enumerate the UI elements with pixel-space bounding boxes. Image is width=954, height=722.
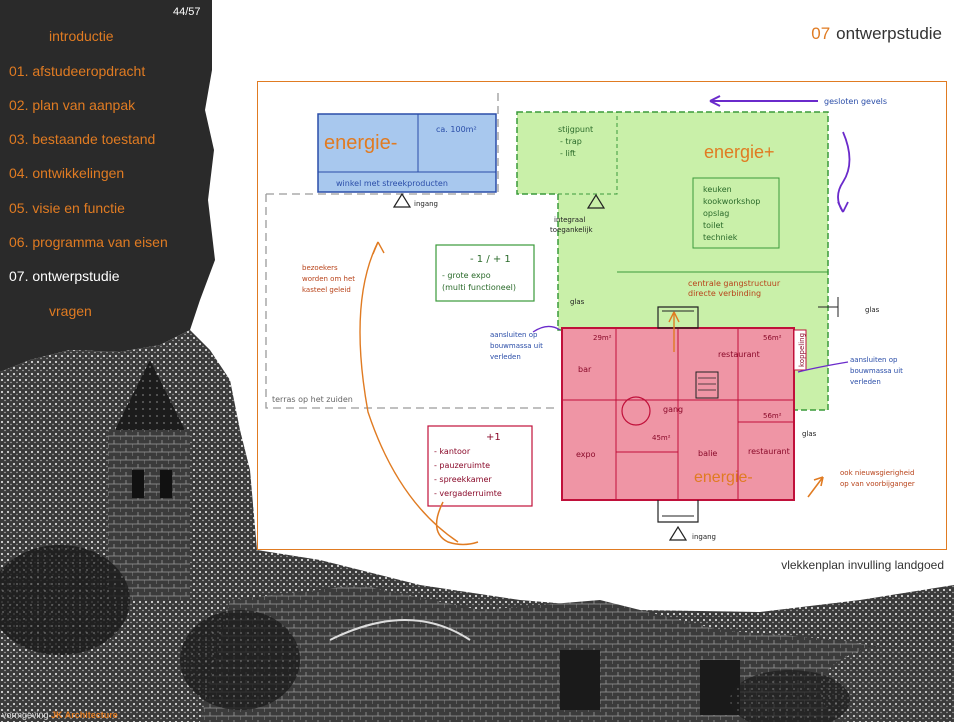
green-room-4: techniek [703, 233, 738, 242]
connect-left-line-2: verleden [490, 353, 521, 361]
red-area-0: 29m² [593, 334, 612, 342]
floorplan-sketch: energie- ca. 100m² winkel met streekprod… [257, 81, 947, 550]
visitors-line-1: worden om het [302, 275, 355, 283]
red-room-3: expo [576, 450, 596, 459]
page-counter: 44/57 [173, 6, 201, 18]
figure-caption: vlekkenplan invulling landgoed [781, 558, 944, 572]
green-room-0: keuken [703, 185, 732, 194]
section-title: 07 ontwerpstudie [811, 24, 942, 44]
first-floor-line-3: - vergaderruimte [434, 489, 502, 498]
green-room-3: toilet [703, 221, 724, 230]
blue-zone-note: winkel met streekproducten [336, 179, 448, 188]
green-structure-1: directe verbinding [688, 289, 761, 298]
connect-right-line-1: bouwmassa uit [850, 367, 903, 375]
blue-zone [317, 113, 497, 193]
green-structure-0: centrale gangstructuur [688, 279, 781, 288]
connect-right-line-2: verleden [850, 378, 881, 386]
glass-right-label: glas [865, 306, 880, 314]
nav-item-afstudeeropdracht[interactable]: 01. afstudeeropdracht [9, 63, 146, 79]
blue-zone-label: energie- [324, 132, 397, 154]
red-room-1: gang [663, 405, 683, 414]
green-room-1: kookworkshop [703, 197, 760, 206]
section-title-text: ontwerpstudie [836, 24, 942, 43]
coupling-label: koppeling [798, 333, 806, 367]
section-number: 07 [811, 24, 831, 43]
first-floor-line-2: - spreekkamer [434, 475, 492, 484]
nav-item-bestaande-toestand[interactable]: 03. bestaande toestand [9, 131, 156, 147]
novelty-line-0: ook nieuwsgierigheid [840, 469, 914, 477]
red-area-1: 56m² [763, 334, 782, 342]
red-zone-label: energie- [694, 469, 753, 486]
connect-left-line-1: bouwmassa uit [490, 342, 543, 350]
upper-floor-line-0: - grote expo [442, 271, 491, 280]
upper-floor-title: - 1 / + 1 [470, 254, 511, 265]
green-zone-list-1: - lift [560, 149, 576, 158]
green-zone-list-0: - trap [560, 137, 582, 146]
first-floor-title: +1 [486, 432, 501, 443]
green-zone-list-title: stijgpunt [558, 125, 593, 134]
glass-bottom-label: glas [802, 430, 817, 438]
connect-left-line-0: aansluiten op [490, 331, 538, 339]
nav-item-visie-en-functie[interactable]: 05. visie en functie [9, 200, 125, 216]
nav-item-vragen[interactable]: vragen [49, 303, 92, 319]
glass-left-label: glas [570, 298, 585, 306]
red-room-4: balie [698, 449, 717, 458]
red-room-2: restaurant [718, 350, 760, 359]
red-area-2: 45m² [652, 434, 671, 442]
first-floor-line-0: - kantoor [434, 447, 471, 456]
visitors-line-2: kasteel geleid [302, 286, 351, 294]
entrance-bottom-label: ingang [692, 533, 716, 541]
first-floor-box [427, 425, 533, 507]
connect-right-line-0: aansluiten op [850, 356, 898, 364]
first-floor-line-1: - pauzeruimte [434, 461, 490, 470]
blue-zone-area: ca. 100m² [436, 125, 477, 134]
visitors-line-0: bezoekers [302, 264, 338, 272]
red-room-0: bar [578, 365, 592, 374]
nav-item-ontwerpstudie[interactable]: 07. ontwerpstudie [9, 268, 120, 284]
upper-floor-line-1: (multi functioneel) [442, 283, 516, 292]
green-room-2: opslag [703, 209, 729, 218]
nav-item-programma-van-eisen[interactable]: 06. programma van eisen [9, 234, 168, 250]
terrace-outline [265, 90, 558, 409]
nav-item-plan-van-aanpak[interactable]: 02. plan van aanpak [9, 97, 136, 113]
integral-access-line-0: integraal [554, 216, 585, 224]
novelty-line-1: op van voorbijganger [840, 480, 915, 488]
entrance-top-label: ingang [414, 200, 438, 208]
footer-brand-name: JK Architecture [51, 710, 118, 720]
terrace-label: terras op het zuiden [272, 395, 353, 404]
closed-facades-label: gesloten gevels [824, 97, 887, 106]
green-zone-label: energie+ [704, 142, 775, 162]
red-area-3: 56m² [763, 412, 782, 420]
footer-brand: vormgeving JK Architecture [2, 710, 118, 720]
red-room-5: restaurant [748, 447, 790, 456]
integral-access-line-1: toegankelijk [550, 226, 593, 234]
blue-zone-lines [318, 114, 496, 173]
nav-item-introductie[interactable]: introductie [49, 28, 114, 44]
upper-floor-box [435, 244, 535, 302]
sketch-canvas: energie- ca. 100m² winkel met streekprod… [265, 90, 915, 546]
footer-left-text: vormgeving [2, 710, 49, 720]
nav-item-ontwikkelingen[interactable]: 04. ontwikkelingen [9, 165, 125, 181]
